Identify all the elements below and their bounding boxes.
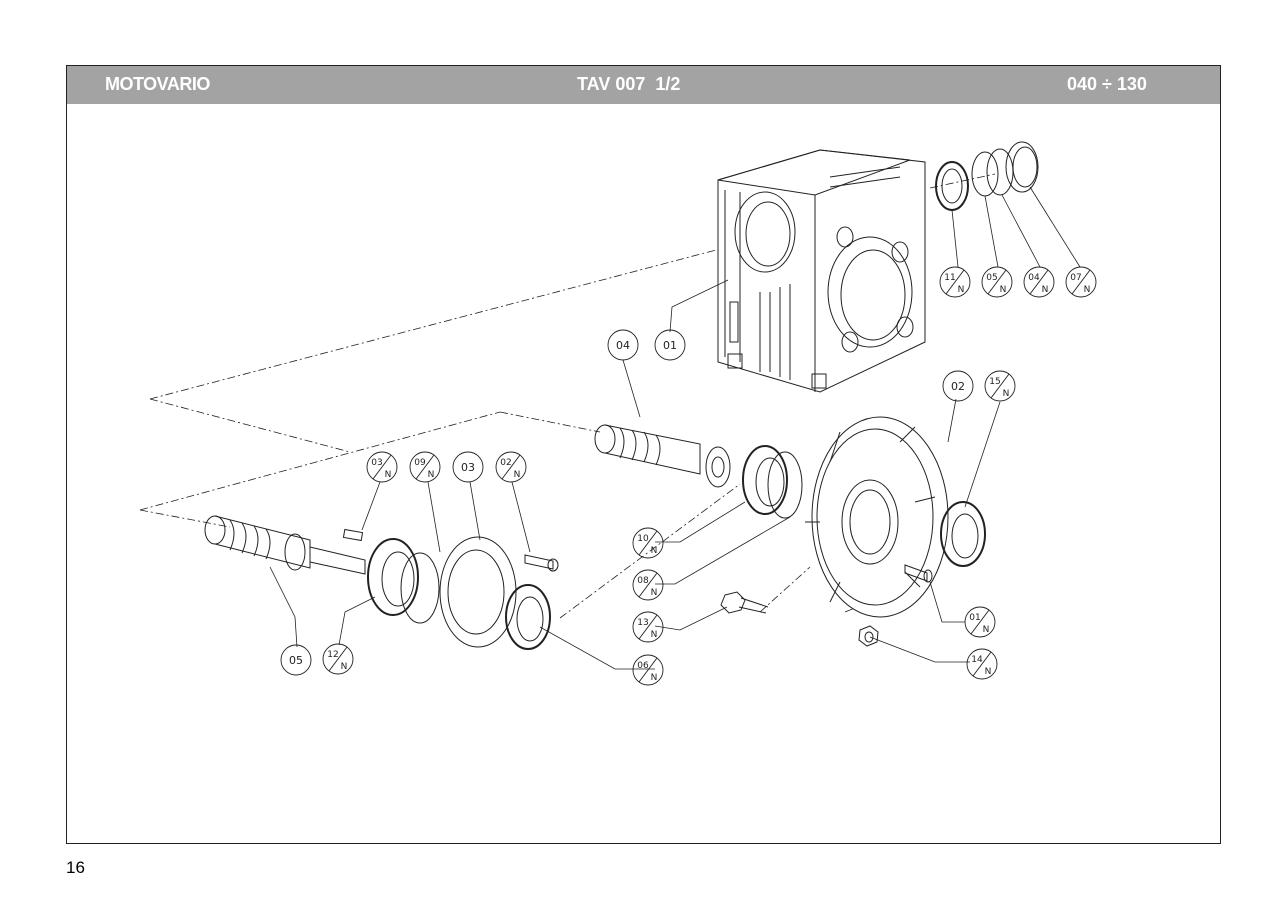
drawing-frame: MOTOVARIO TAV 007 1/2 040 ÷ 130 bbox=[66, 65, 1221, 844]
callout-14n: 14N bbox=[966, 648, 998, 680]
svg-text:15: 15 bbox=[989, 377, 1000, 387]
table-code: TAV 007 1/2 bbox=[577, 74, 681, 94]
callout-01n: 01N bbox=[964, 606, 996, 638]
lower-bearing-set bbox=[367, 536, 551, 650]
callout-09n: 09N bbox=[409, 451, 441, 483]
svg-text:N: N bbox=[985, 667, 992, 677]
svg-text:08: 08 bbox=[637, 576, 649, 586]
callout-06n: 06N bbox=[632, 654, 664, 686]
svg-text:01: 01 bbox=[969, 613, 980, 623]
svg-text:06: 06 bbox=[637, 661, 649, 671]
svg-text:01: 01 bbox=[663, 339, 677, 352]
callout-15n: 15N bbox=[984, 370, 1016, 402]
worm-shaft-upper bbox=[594, 424, 731, 488]
exploded-view-drawing: 01 04 02 03 05 11N 05N 04N 07N 15N 03N 0… bbox=[139, 141, 1097, 686]
svg-text:13: 13 bbox=[637, 618, 648, 628]
svg-text:N: N bbox=[651, 546, 658, 556]
svg-text:N: N bbox=[514, 470, 521, 480]
svg-text:N: N bbox=[651, 630, 658, 640]
output-bearing-set bbox=[935, 141, 1039, 211]
svg-text:N: N bbox=[1084, 285, 1091, 295]
callout-13n: 13N bbox=[632, 611, 664, 643]
callout-10n: 10N bbox=[632, 527, 664, 559]
svg-text:12: 12 bbox=[327, 650, 338, 660]
svg-text:04: 04 bbox=[1028, 273, 1040, 283]
svg-text:04: 04 bbox=[616, 339, 630, 352]
leader-lines bbox=[269, 186, 1081, 670]
callout-05: 05 bbox=[280, 644, 312, 676]
oil-seal-flange bbox=[940, 501, 986, 567]
title-bar: MOTOVARIO TAV 007 1/2 040 ÷ 130 bbox=[67, 66, 1220, 104]
callout-02n: 02N bbox=[495, 451, 527, 483]
svg-text:N: N bbox=[651, 673, 658, 683]
svg-text:N: N bbox=[385, 470, 392, 480]
brand-name: MOTOVARIO bbox=[105, 74, 210, 94]
svg-text:N: N bbox=[651, 588, 658, 598]
fasteners bbox=[342, 528, 933, 647]
callout-04n: 04N bbox=[1023, 266, 1055, 298]
svg-text:05: 05 bbox=[986, 273, 997, 283]
svg-text:09: 09 bbox=[414, 458, 426, 468]
input-flange bbox=[805, 416, 949, 618]
callout-12n: 12N bbox=[322, 643, 354, 675]
input-bearing bbox=[742, 445, 803, 519]
assembly-axis-lines bbox=[139, 173, 996, 619]
gearbox-housing bbox=[717, 149, 926, 393]
svg-text:N: N bbox=[983, 625, 990, 635]
callout-11n: 11N bbox=[939, 266, 971, 298]
svg-text:N: N bbox=[341, 662, 348, 672]
callout-02: 02 bbox=[942, 370, 974, 402]
worm-shaft-lower bbox=[204, 515, 366, 575]
svg-text:02: 02 bbox=[500, 458, 511, 468]
callout-04: 04 bbox=[607, 329, 639, 361]
svg-text:03: 03 bbox=[461, 461, 475, 474]
svg-text:02: 02 bbox=[951, 380, 965, 393]
svg-text:N: N bbox=[1042, 285, 1049, 295]
page-number: 16 bbox=[66, 858, 85, 877]
callout-05n: 05N bbox=[981, 266, 1013, 298]
svg-text:N: N bbox=[1003, 389, 1010, 399]
callout-01: 01 bbox=[654, 329, 686, 361]
svg-text:N: N bbox=[428, 470, 435, 480]
svg-text:N: N bbox=[958, 285, 965, 295]
callout-03n: 03N bbox=[366, 451, 398, 483]
callout-08n: 08N bbox=[632, 569, 664, 601]
svg-text:07: 07 bbox=[1070, 273, 1081, 283]
svg-text:03: 03 bbox=[371, 458, 382, 468]
callout-03: 03 bbox=[452, 451, 484, 483]
svg-text:N: N bbox=[1000, 285, 1007, 295]
svg-text:10: 10 bbox=[637, 534, 649, 544]
callout-07n: 07N bbox=[1065, 266, 1097, 298]
svg-text:14: 14 bbox=[971, 655, 983, 665]
svg-text:05: 05 bbox=[289, 654, 303, 667]
svg-text:11: 11 bbox=[944, 273, 955, 283]
size-range: 040 ÷ 130 bbox=[1067, 74, 1147, 94]
